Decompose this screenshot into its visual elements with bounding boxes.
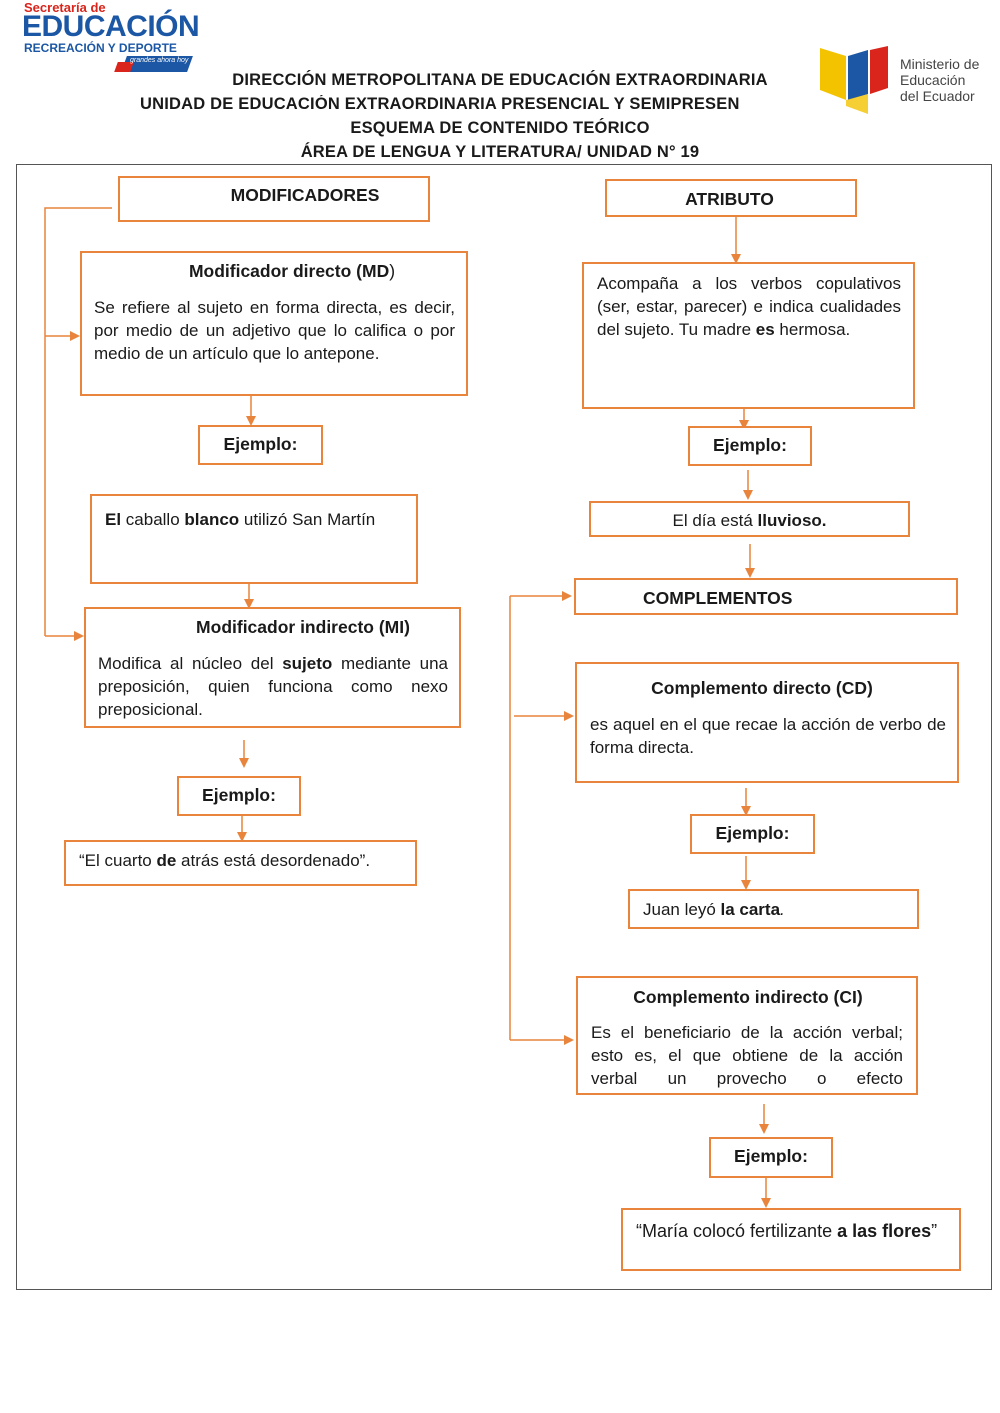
mi-example-text: “El cuarto de atrás está desordenado”.: [79, 851, 370, 871]
cd-ex-w1: Juan leyó: [643, 900, 721, 919]
cd-box: Complemento directo (CD) es aquel en el …: [575, 662, 959, 783]
cd-text: es aquel en el que recae la acción de ve…: [590, 715, 946, 757]
modificadores-title: MODIFICADORES: [230, 185, 380, 205]
atributo-text: Acompaña a los verbos copulativos (ser, …: [597, 272, 901, 341]
md-ex-w2: caballo: [121, 510, 185, 529]
cd-title: Complemento directo (CD): [651, 678, 873, 698]
atr-ex-w1: El día está: [672, 511, 758, 530]
md-title: Modificador directo (MD): [82, 261, 502, 282]
header-line3: ESQUEMA DE CONTENIDO TEÓRICO: [350, 119, 650, 137]
md-ex-w3: blanco: [184, 510, 240, 529]
md-ex-w4: utilizó San Martín: [239, 510, 376, 529]
modificadores-box: MODIFICADORES: [118, 176, 430, 222]
mi-ex-w2: de: [156, 851, 177, 870]
mi-t2: sujeto: [282, 654, 333, 673]
mi-box: Modificador indirecto (MI) Modifica al n…: [84, 607, 461, 728]
md-example-label: Ejemplo:: [198, 425, 323, 465]
content-frame: [16, 164, 992, 1290]
mi-example-label: Ejemplo:: [177, 776, 301, 816]
logo-line1: Secretaría de: [24, 0, 106, 15]
ci-example-box: “María colocó fertilizante a las flores”: [621, 1208, 961, 1271]
ci-ex-w2: a las flores: [837, 1221, 932, 1241]
md-box: Modificador directo (MD) Se refiere al s…: [80, 251, 468, 396]
ci-ex-w3: ”: [931, 1221, 938, 1241]
atributo-example-label: Ejemplo:: [688, 426, 812, 466]
cd-ex-w3: .: [780, 900, 785, 919]
ci-example-text: “María colocó fertilizante a las flores”: [636, 1218, 948, 1244]
ministerio-line1: Ministerio de: [900, 56, 980, 72]
ministerio-logo: Ministerio de Educación del Ecuador: [816, 44, 992, 116]
header-line4: ÁREA DE LENGUA Y LITERATURA/ UNIDAD N° 1…: [300, 143, 700, 161]
atr-t1: Acompaña a los verbos copulativos (ser, …: [597, 274, 901, 339]
atr-t3: hermosa.: [774, 320, 851, 339]
logo-slogan: grandes ahora hoy: [130, 57, 189, 64]
ci-title: Complemento indirecto (CI): [633, 987, 863, 1007]
ministerio-line2: Educación: [900, 72, 966, 88]
md-example-text: El caballo blanco utilizó San Martín: [105, 510, 375, 530]
atr-t2: es: [755, 320, 775, 339]
cd-example-box: Juan leyó la carta.: [628, 889, 919, 929]
md-ex-w1: El: [105, 510, 122, 529]
mi-t1: Modifica al núcleo del: [98, 654, 283, 673]
ci-box: Complemento indirecto (CI) Es el benefic…: [576, 976, 918, 1095]
header-line2: UNIDAD DE EDUCACIÓN EXTRAORDINARIA PRESE…: [140, 95, 740, 113]
ecuador-flag-icon: [820, 46, 888, 114]
atributo-title: ATRIBUTO: [685, 189, 774, 209]
mi-t3: mediante una preposición, quien funciona…: [98, 654, 448, 719]
secretaria-logo: Secretaría de EDUCACIÓN RECREACIÓN Y DEP…: [20, 0, 200, 76]
cd-example-label: Ejemplo:: [690, 814, 815, 854]
md-title-end: ): [389, 261, 396, 281]
md-text: Se refiere al sujeto en forma directa, e…: [94, 298, 455, 363]
left-bracket-line: [44, 207, 112, 636]
cd-example-text: Juan leyó la carta.: [643, 900, 785, 920]
header-line1: DIRECCIÓN METROPOLITANA DE EDUCACIÓN EXT…: [232, 71, 768, 89]
atributo-example-text: El día está lluvioso.: [591, 511, 908, 531]
atr-ex-w2: lluvioso.: [757, 511, 827, 530]
ci-text: Es el beneficiario de la acción verbal; …: [591, 1023, 903, 1088]
atributo-example-box: El día está lluvioso.: [589, 501, 910, 537]
logo-line2: EDUCACIÓN: [22, 10, 200, 43]
complementos-title: COMPLEMENTOS: [643, 588, 793, 608]
mi-title: Modificador indirecto (MI): [196, 617, 410, 637]
logo-line3: RECREACIÓN Y DEPORTE: [24, 41, 177, 55]
mi-ex-w3: atrás está desordenado”.: [176, 851, 371, 870]
mi-text: Modifica al núcleo del sujeto mediante u…: [98, 652, 448, 721]
ci-ex-w1: “María colocó fertilizante: [636, 1221, 838, 1241]
mi-example-box: “El cuarto de atrás está desordenado”.: [64, 840, 417, 886]
atributo-box: ATRIBUTO: [605, 179, 857, 217]
complementos-box: COMPLEMENTOS: [574, 578, 958, 615]
atributo-text-box: Acompaña a los verbos copulativos (ser, …: [582, 262, 915, 409]
md-title-text: Modificador directo (MD: [188, 261, 390, 281]
ministerio-line3: del Ecuador: [900, 88, 975, 104]
mi-ex-w1: “El cuarto: [79, 851, 157, 870]
md-example-box: El caballo blanco utilizó San Martín: [90, 494, 418, 584]
ci-example-label: Ejemplo:: [709, 1137, 833, 1178]
cd-ex-w2: la carta: [720, 900, 781, 919]
